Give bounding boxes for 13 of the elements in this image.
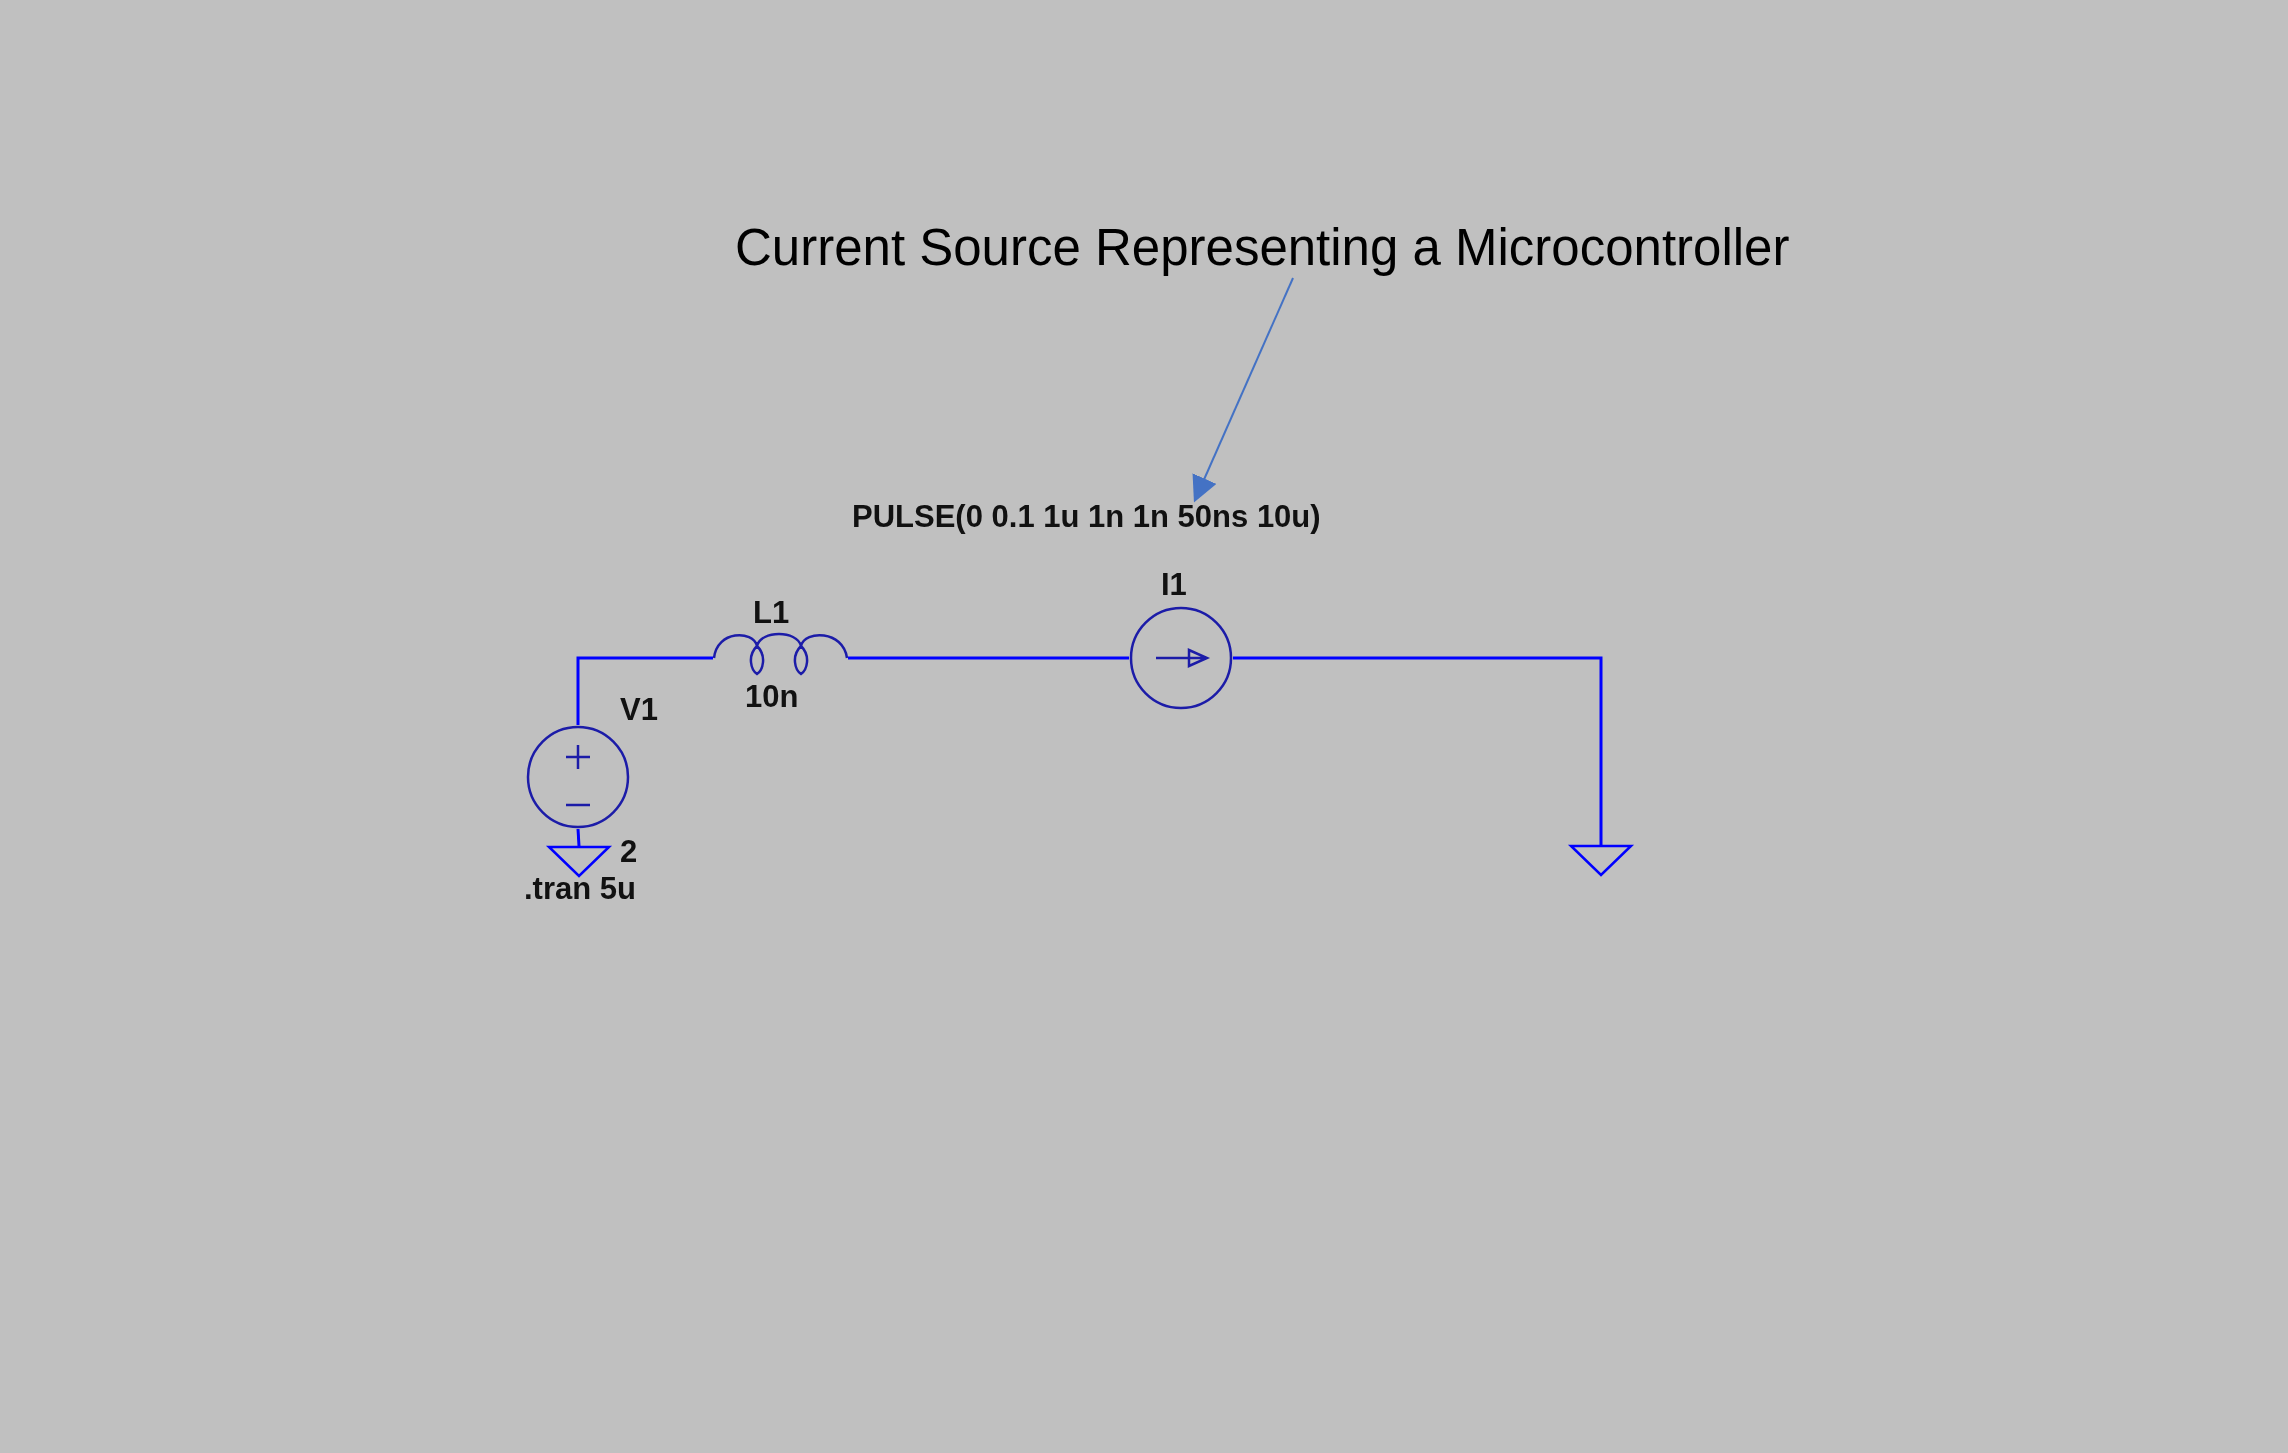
- wire: [1233, 656, 1603, 845]
- leader-arrow: [1192, 277, 1294, 503]
- component-value: 10n: [745, 680, 799, 714]
- annotation-text: Current Source Representing a Microcontroller: [735, 218, 1790, 278]
- component-label: V1: [620, 693, 658, 727]
- component-label: L1: [753, 596, 790, 630]
- wire: [576, 828, 581, 847]
- wire: [848, 656, 1129, 660]
- component-label: I1: [1161, 568, 1187, 602]
- wire: [576, 656, 713, 725]
- simulation-directive: .tran 5u: [524, 872, 636, 906]
- component-value: 2: [620, 835, 638, 869]
- source-parameters: PULSE(0 0.1 1u 1n 1n 50ns 10u): [852, 500, 1321, 534]
